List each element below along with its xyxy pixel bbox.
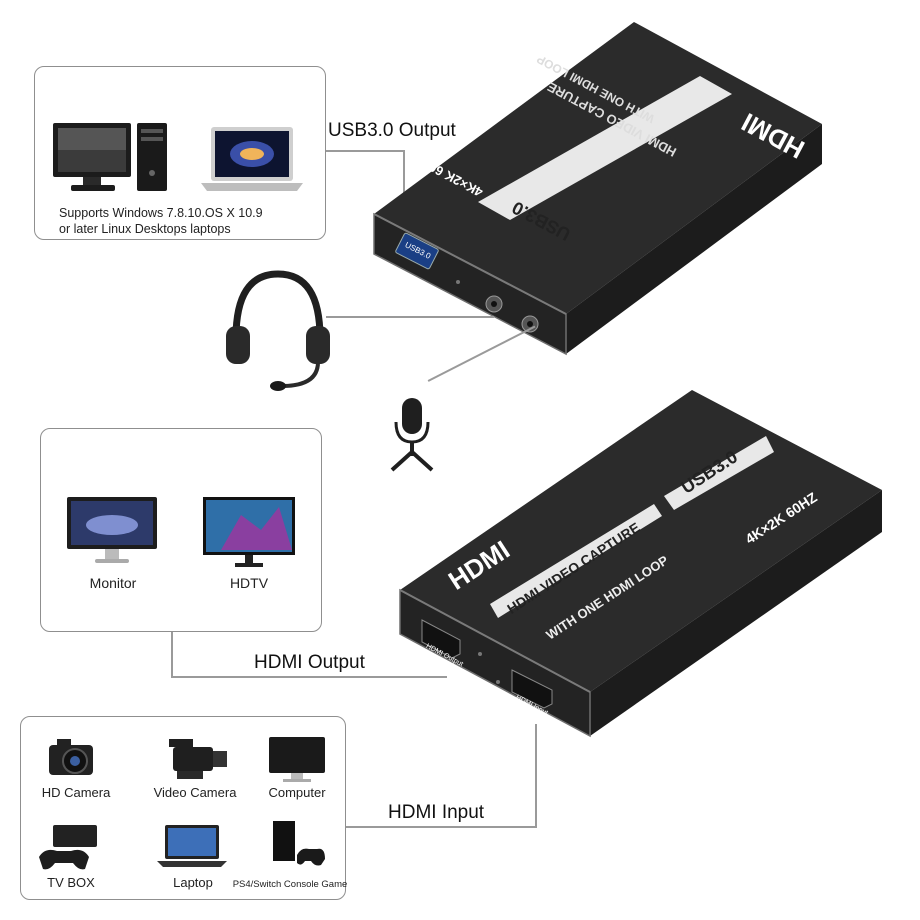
video-camera-icon: [169, 739, 227, 779]
computers-panel: Supports Windows 7.8.10.OS X 10.9 or lat…: [34, 66, 326, 240]
microphone-icon: [390, 398, 434, 472]
video-camera-label: Video Camera: [153, 785, 237, 800]
hd-camera-label: HD Camera: [41, 785, 111, 800]
sources-panel: HD Camera Video Camera Computer TV BOX L…: [20, 716, 347, 900]
usb-output-label: USB3.0 Output: [328, 120, 456, 141]
hdmi-output-connector-h: [171, 676, 447, 678]
usb-output-connector-h: [326, 150, 404, 152]
hdtv-icon: [203, 497, 295, 567]
headset-icon: [226, 270, 330, 391]
hdmi-input-connector-v: [535, 724, 537, 828]
os-support-line1: Supports Windows 7.8.10.OS X 10.9: [59, 206, 263, 220]
laptop-icon: [201, 127, 303, 191]
hdmi-input-label: HDMI Input: [388, 802, 485, 823]
computer-icon: [269, 737, 325, 782]
os-support-text: Supports Windows 7.8.10.OS X 10.9 or lat…: [59, 205, 263, 237]
monitor-label: Monitor: [89, 575, 137, 591]
hdmi-input-connector-h: [346, 826, 536, 828]
hdtv-label: HDTV: [229, 575, 269, 591]
displays-panel: Monitor HDTV: [40, 428, 322, 632]
monitor-icon: [67, 497, 157, 563]
console-label: PS4/Switch Console Game: [232, 879, 348, 890]
capture-card-rear: [373, 22, 822, 356]
capture-card-front: [399, 390, 882, 738]
hdmi-output-label: HDMI Output: [254, 652, 365, 673]
desktop-pc-icon: [53, 123, 167, 191]
tv-box-icon: [39, 825, 97, 870]
headset-connector: [326, 316, 494, 318]
tv-box-label: TV BOX: [47, 875, 95, 890]
computer-label: Computer: [268, 785, 326, 800]
hdmi-output-connector-v: [171, 632, 173, 676]
laptop-source-icon: [157, 825, 227, 867]
os-support-line2: or later Linux Desktops laptops: [59, 222, 231, 236]
hd-camera-icon: [49, 739, 93, 775]
console-icon: [273, 821, 325, 866]
laptop-source-label: Laptop: [173, 875, 213, 890]
